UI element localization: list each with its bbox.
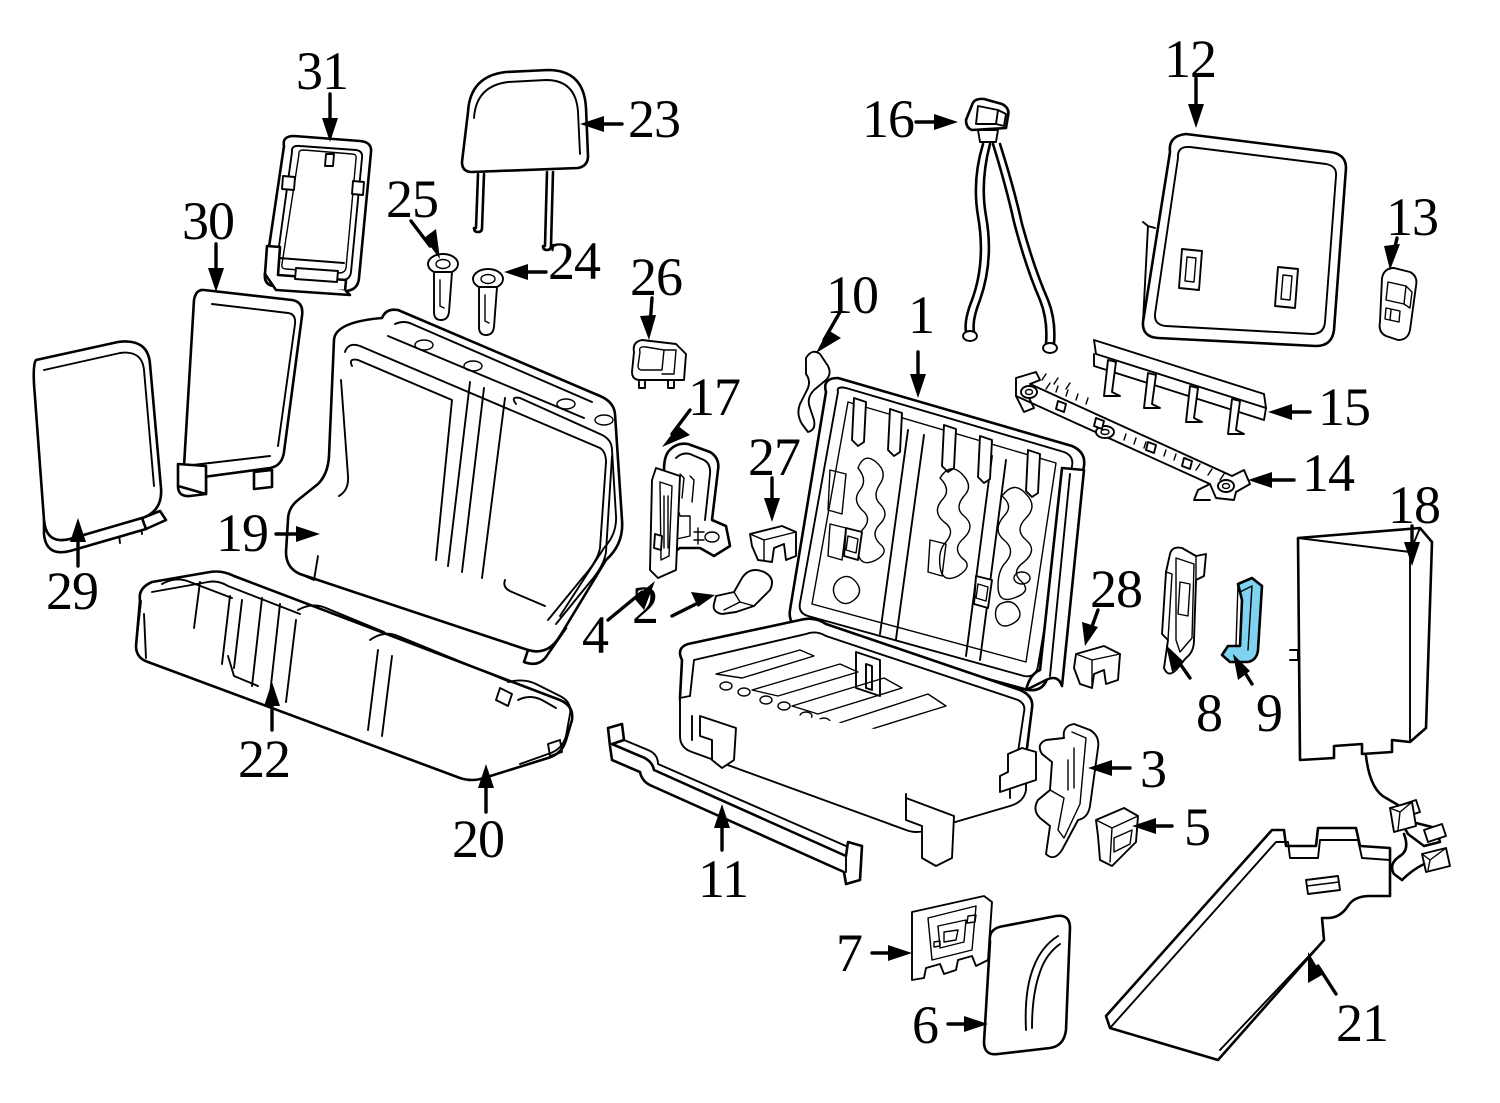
part-22-20-shape [134,570,574,782]
arrow-25 [409,219,440,259]
arrow-29 [70,518,86,568]
arrow-10 [816,310,842,353]
part-14-shape [1015,371,1251,501]
callout-label-28: 28 [1090,559,1143,619]
callout-label-6: 6 [912,995,939,1055]
part-31-shape [263,134,373,297]
arrow-16 [914,114,958,130]
arrow-8 [1166,645,1192,680]
part-29-shape [32,340,168,554]
callout-label-18: 18 [1388,475,1441,535]
callout-label-9: 9 [1256,683,1283,743]
arrow-15 [1268,404,1312,420]
part-5-shape [1095,807,1139,867]
arrow-28 [1082,608,1100,646]
callout-label-17: 17 [688,367,741,427]
arrow-20 [478,764,494,814]
arrow-12 [1188,76,1204,128]
arrow-5 [1132,818,1174,834]
part-23-shape [460,68,590,252]
arrow-21 [1308,952,1338,996]
callout-label-22: 22 [238,729,291,789]
arrow-11 [714,804,730,852]
arrow-22 [264,682,280,732]
part-7-shape [911,895,993,981]
callout-label-1: 1 [908,285,935,345]
part-18-shape [1289,526,1447,848]
arrow-26 [640,296,656,340]
part-16-shape [962,97,1058,354]
callout-label-2: 2 [632,575,659,635]
arrow-17 [662,408,692,447]
part-4-shape [649,467,681,579]
part-12-shape [1141,132,1348,348]
callout-label-24: 24 [548,231,601,291]
part-3-shape [1034,723,1100,859]
callout-arrows [70,76,1420,1032]
arrow-27 [764,476,780,522]
callout-label-13: 13 [1386,187,1439,247]
callout-label-10: 10 [826,265,879,325]
arrow-6 [946,1016,988,1032]
callout-label-15: 15 [1318,377,1371,437]
part-15-shape [1093,339,1267,435]
callout-label-16: 16 [862,89,915,149]
arrow-2 [670,592,715,618]
arrow-14 [1248,472,1296,488]
callout-label-7: 7 [836,923,863,983]
part-26-shape [631,339,687,389]
part-11-shape [606,722,864,886]
callout-label-5: 5 [1184,797,1211,857]
arrow-19 [274,526,320,542]
part-24-shape [472,268,504,336]
part-25-shape [427,253,459,321]
part-9-shape-highlighted [1220,576,1264,664]
part-10-shape [797,350,831,433]
arrow-18 [1404,524,1420,566]
arrow-3 [1088,760,1132,776]
part-13-shape [1378,267,1418,341]
part-2-shape [712,569,773,615]
callout-label-30: 30 [182,191,235,251]
arrow-23 [580,116,624,132]
callout-label-8: 8 [1196,683,1223,743]
callout-label-14: 14 [1302,443,1355,503]
callout-label-26: 26 [630,247,683,307]
arrow-9 [1233,654,1254,686]
callout-label-27: 27 [748,427,801,487]
callout-label-11: 11 [698,849,749,909]
callout-label-29: 29 [46,561,99,621]
callout-label-21: 21 [1336,993,1389,1053]
part-6-shape [982,914,1072,1056]
callout-label-20: 20 [452,809,505,869]
arrow-31 [322,92,338,142]
part-28-shape [1073,645,1121,689]
arrow-1 [910,350,926,398]
callout-label-3: 3 [1140,739,1167,799]
callout-label-12: 12 [1164,29,1217,89]
part-19-shape [284,308,624,666]
part-1-shape [678,376,1086,867]
arrow-24 [504,264,548,280]
part-8-shape [1161,546,1207,675]
callout-label-31: 31 [296,41,349,101]
arrow-4 [606,581,655,622]
arrow-7 [870,945,912,961]
part-21-shape [1104,801,1451,1062]
arrow-30 [208,242,224,292]
callout-label-4: 4 [582,605,609,665]
part-27-shape [749,525,797,563]
callout-label-23: 23 [628,89,681,149]
part-30-shape [176,288,304,498]
callout-label-19: 19 [216,503,269,563]
arrow-13 [1384,236,1400,270]
callout-label-25: 25 [386,169,439,229]
